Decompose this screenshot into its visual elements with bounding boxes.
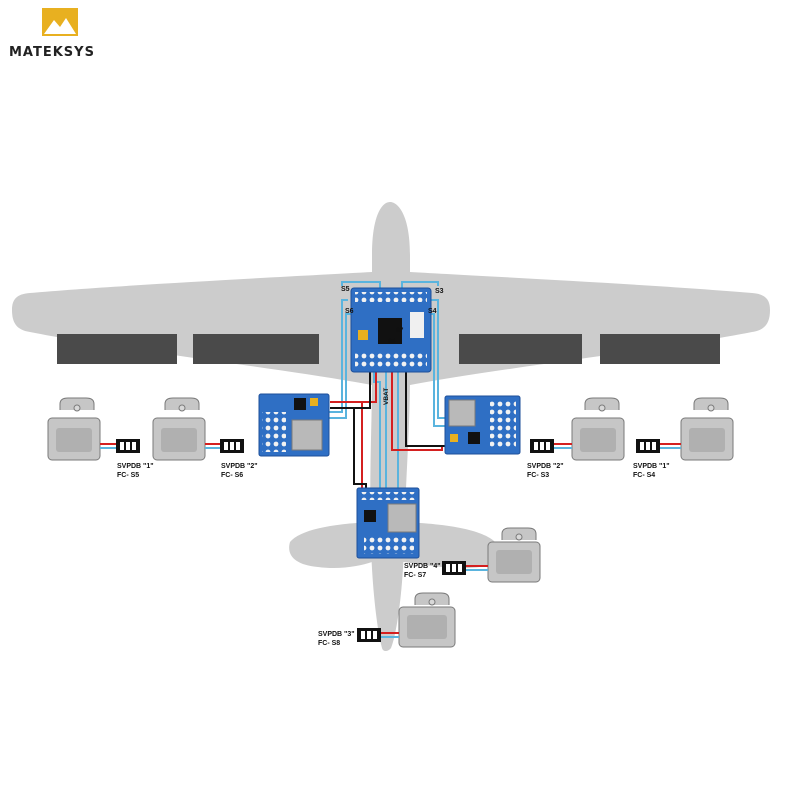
servo-left-inner: SVPDB "2" FC- S6 (152, 397, 258, 479)
servo-label-line2: FC- S5 (117, 472, 139, 479)
servo-pdb-right (444, 395, 521, 455)
pad-label-s4: S4 (428, 308, 437, 315)
pad-label-s3: S3 (435, 288, 444, 295)
servo-tail-lower: SVPDB "3" FC- S8 (318, 592, 456, 648)
servo-right-inner: SVPDB "2" FC- S3 (527, 397, 625, 479)
pad-label-s8: S8 (388, 339, 396, 345)
pdb-left-component (310, 398, 318, 406)
ground-wire-tail (353, 408, 367, 490)
servo-label-line2: FC- S7 (404, 572, 426, 579)
logo-mountain-icon (44, 18, 76, 34)
pad-label-s5: S5 (341, 286, 350, 293)
pdb-tail-chip (364, 510, 376, 522)
brand-name: MATEKSYS (9, 45, 95, 60)
servo-left-outer: SVPDB "1" FC- S5 (47, 397, 154, 479)
servo-label-line1: SVPDB "1" (117, 463, 154, 470)
vbat-label: VBAT (383, 388, 390, 405)
pdb-right-pins (490, 400, 516, 448)
pdb-tail-pins-bottom (364, 536, 414, 554)
signal-wire-s5 (328, 299, 348, 413)
flight-controller: S5 S6 S3 S4 S7 S8 VBAT (341, 286, 444, 405)
servo-label-line2: FC- S6 (221, 472, 243, 479)
aileron-right-inner (459, 334, 582, 364)
pdb-right-inductor (448, 399, 476, 427)
servo-pdb-tail (356, 487, 420, 559)
pdb-left-inductor (291, 419, 323, 451)
pdb-left-chip (294, 398, 306, 410)
servo-tail-upper: SVPDB "4" FC- S7 (404, 527, 541, 583)
fc-pin-row-bottom (355, 352, 427, 368)
servo-label-line1: SVPDB "1" (633, 463, 670, 470)
pad-label-s6: S6 (345, 308, 354, 315)
fc-mcu-chip (378, 318, 402, 344)
mateksys-logo: MATEKSYS (9, 8, 95, 60)
ground-wire-left (330, 372, 371, 409)
signal-wire-s3 (430, 299, 446, 419)
aileron-right-outer (600, 334, 720, 364)
servo-label-line1: SVPDB "3" (318, 631, 355, 638)
pdb-tail-inductor (387, 503, 417, 533)
pdb-left-pins (262, 412, 286, 452)
power-wire-right (391, 372, 443, 451)
pdb-tail-pins-top (361, 492, 417, 500)
aileron-left-inner (193, 334, 319, 364)
power-wire-left (330, 372, 377, 403)
servo-label-line1: SVPDB "2" (221, 463, 258, 470)
ground-wire-right (405, 372, 446, 447)
servo-label-line2: FC- S3 (527, 472, 549, 479)
pad-label-s7: S7 (396, 328, 404, 334)
servo-label-line1: SVPDB "4" (404, 563, 441, 570)
servo-label-line1: SVPDB "2" (527, 463, 564, 470)
signal-wire-s6 (328, 313, 352, 419)
servo-label-line2: FC- S8 (318, 640, 340, 647)
wiring (328, 281, 446, 490)
fc-pin-row-top (355, 292, 427, 302)
servo-right-outer: SVPDB "1" FC- S4 (633, 397, 734, 479)
pdb-right-chip (468, 432, 480, 444)
fc-component (358, 330, 368, 340)
servo-label-line2: FC- S4 (633, 472, 655, 479)
servo-pdb-left (258, 393, 330, 457)
aileron-left-outer (57, 334, 177, 364)
fc-connector (410, 312, 424, 338)
pdb-right-component (450, 434, 458, 442)
fuselage (370, 202, 410, 651)
